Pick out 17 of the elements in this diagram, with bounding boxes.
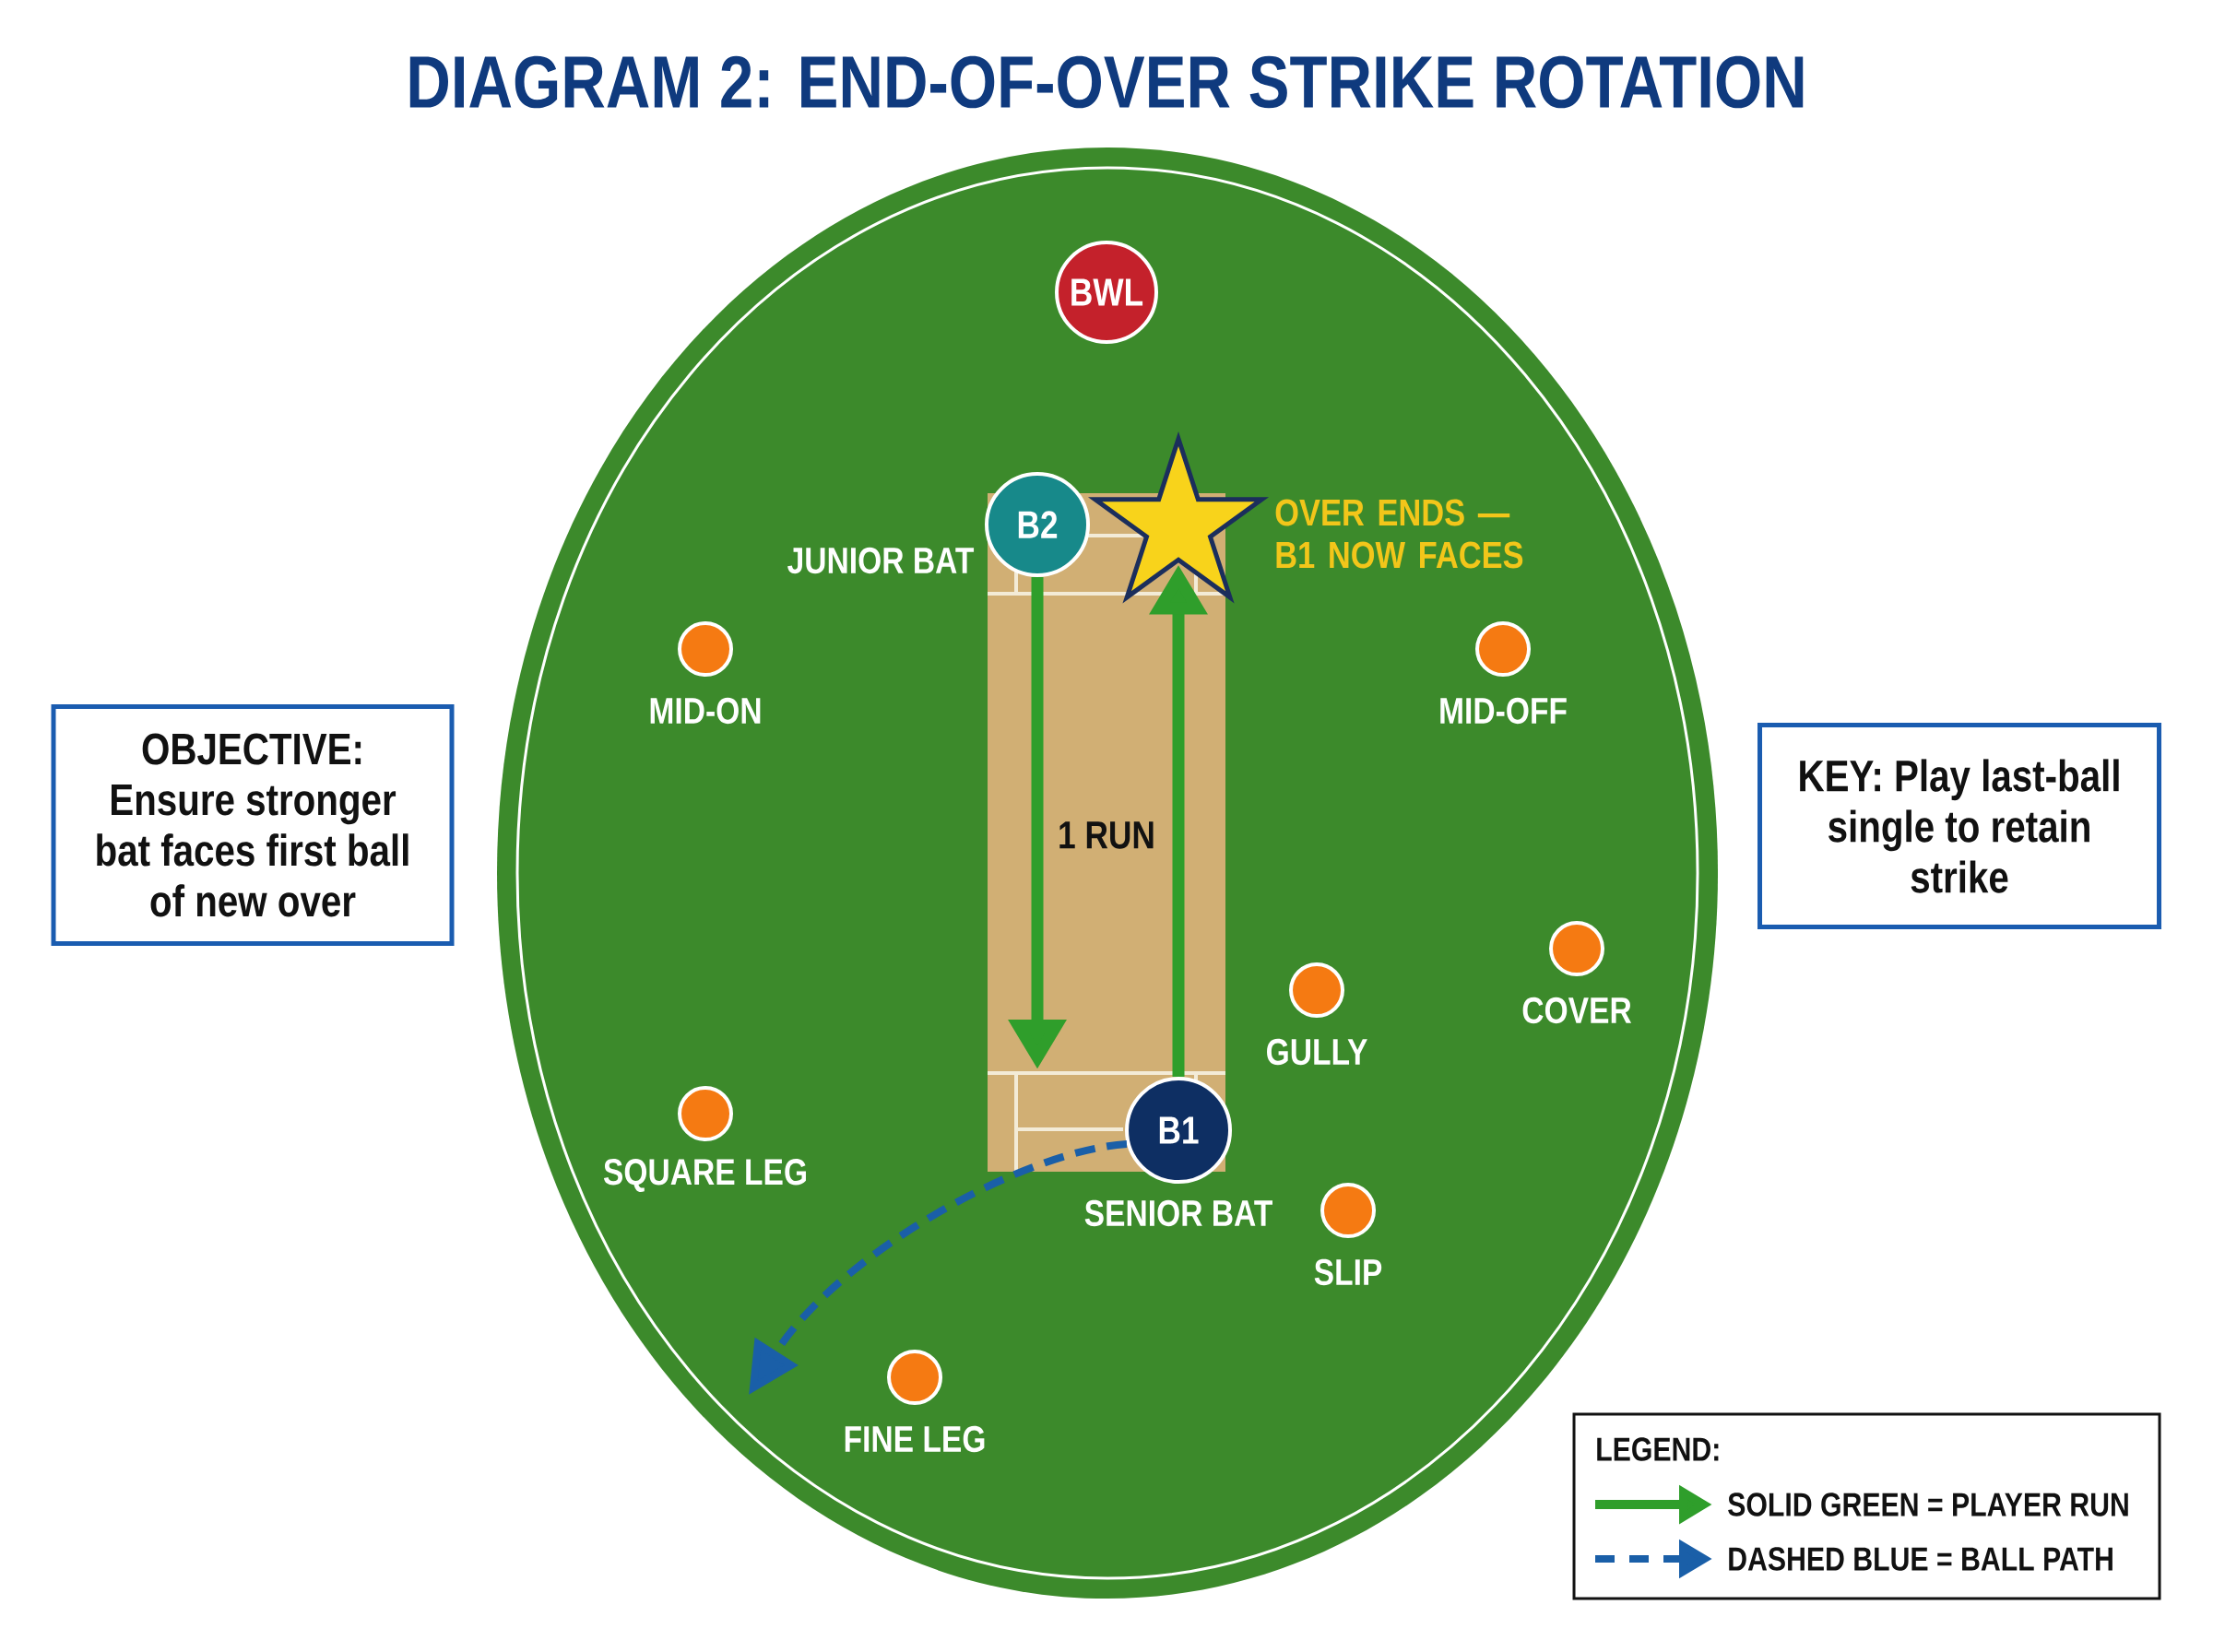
run-label: 1 RUN bbox=[1059, 821, 1154, 849]
note-box: OBJECTIVE: Ensure stronger bat faces first ball of new over bbox=[51, 704, 455, 946]
position-label: SQUARE LEG bbox=[603, 1159, 806, 1192]
legend-text: DASHED BLUE = BALL PATH bbox=[1729, 1547, 2112, 1571]
position-label: COVER bbox=[1522, 997, 1632, 1024]
position-label: SENIOR BAT bbox=[1084, 1199, 1272, 1227]
position-label: JUNIOR BAT bbox=[787, 547, 975, 574]
position-label: MID-OFF bbox=[1440, 697, 1567, 725]
title: DIAGRAM 2: END-OF-OVER STRIKE ROTATION bbox=[409, 55, 1804, 109]
position-label: GULLY bbox=[1267, 1038, 1367, 1066]
legend-text: SOLID GREEN = PLAYER RUN bbox=[1728, 1493, 2128, 1516]
position-label: FINE LEG bbox=[845, 1425, 985, 1453]
position-label: SLIP bbox=[1314, 1258, 1382, 1286]
position-label: MID-ON bbox=[650, 697, 761, 725]
callout-text: OVER ENDS — B1 NOW FACES bbox=[1275, 499, 1523, 569]
note-box: KEY: Play last-ball single to retain strike bbox=[1757, 723, 2162, 929]
legend-title: LEGEND: bbox=[1597, 1437, 1719, 1461]
